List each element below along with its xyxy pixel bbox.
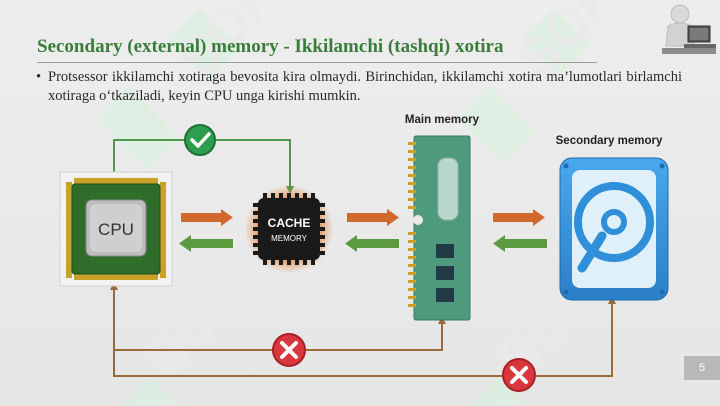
cache-to-ram-arrow xyxy=(347,209,399,226)
title-divider xyxy=(37,62,597,63)
check-cache-connector xyxy=(216,139,291,188)
cpu-chip-icon: CPU xyxy=(59,171,173,287)
watermark-shape xyxy=(458,86,536,164)
user-at-computer-icon xyxy=(662,4,716,54)
cache-label: CACHE xyxy=(268,216,311,230)
cache-to-cpu-arrow xyxy=(179,235,233,252)
cpu-to-cache-arrow xyxy=(181,209,233,226)
disk-to-ram-arrow xyxy=(493,235,547,252)
check-circle-icon xyxy=(184,124,216,156)
cpu-disk-connector-left xyxy=(113,350,503,377)
hard-disk-icon xyxy=(559,157,669,301)
x-circle-icon xyxy=(272,333,306,367)
main-memory-label: Main memory xyxy=(405,114,480,126)
cpu-ram-connector-right xyxy=(306,322,443,351)
bullet-text: Protsessor ikkilamchi xotiraga bevosita … xyxy=(48,69,682,104)
cache-sublabel: MEMORY xyxy=(271,234,308,243)
bullet-paragraph: • Protsessor ikkilamchi xotiraga bevosit… xyxy=(36,68,682,106)
ram-to-disk-arrow xyxy=(493,209,545,226)
page-number: 5 xyxy=(684,356,720,380)
cache-chip-icon: CACHE MEMORY xyxy=(245,185,333,273)
slide-title: Secondary (external) memory - Ikkilamchi… xyxy=(37,36,504,57)
watermark-shape xyxy=(120,376,178,406)
secondary-memory-label: Secondary memory xyxy=(556,135,663,147)
cpu-cache-connector xyxy=(113,139,185,172)
watermark-shape xyxy=(96,86,180,170)
bullet-dot: • xyxy=(36,69,42,85)
watermark-shape xyxy=(470,376,528,406)
cpu-disk-connector-right xyxy=(536,302,613,377)
cpu-label: CPU xyxy=(98,220,134,239)
ram-to-cache-arrow xyxy=(345,235,399,252)
watermark-shape xyxy=(522,8,590,76)
x-circle-icon xyxy=(502,358,536,392)
cpu-ram-connector-left xyxy=(113,288,273,351)
ram-module-icon xyxy=(408,135,471,321)
